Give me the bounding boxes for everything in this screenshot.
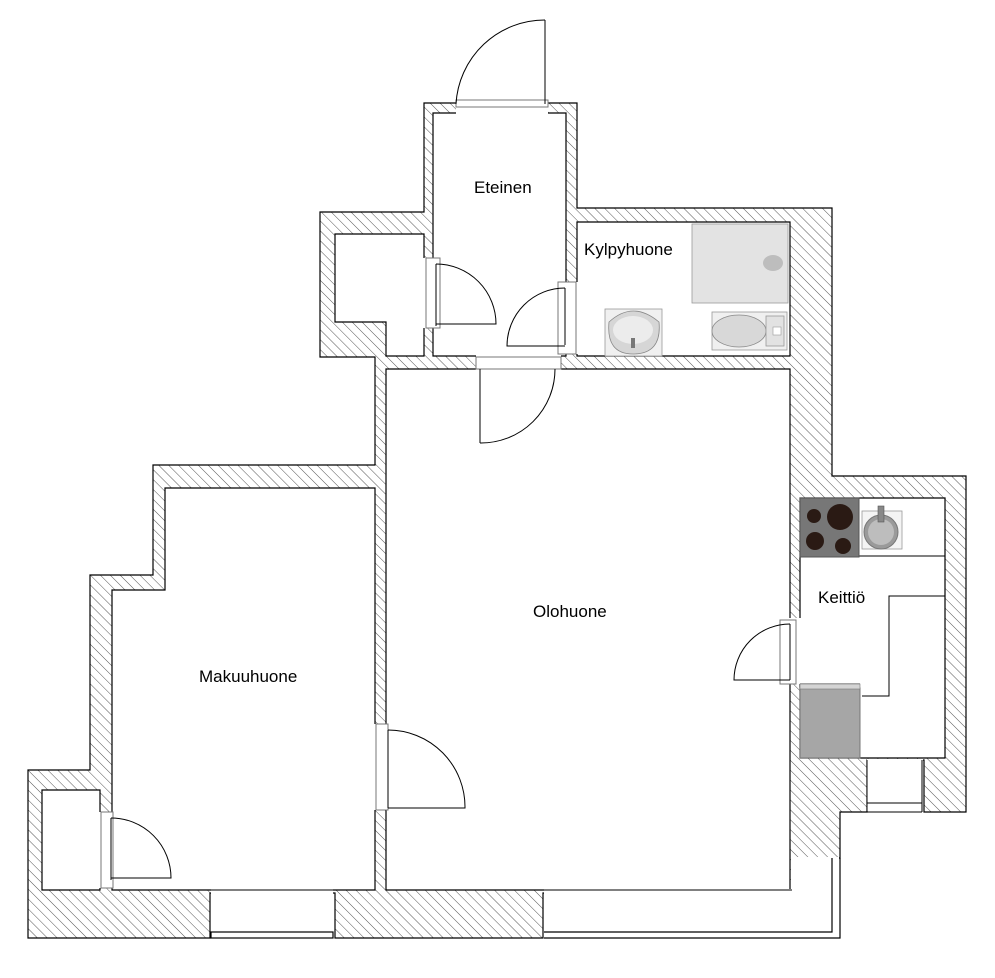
room-label-olohuone: Olohuone [533,602,607,621]
room-label-eteinen: Eteinen [474,178,532,197]
fridge-icon [799,683,861,759]
washbasin-icon [604,308,663,357]
windows [210,760,923,939]
kitchen-sink-icon [861,505,903,550]
stove-icon [799,497,860,558]
toilet-icon [711,311,788,351]
window-makuuhuone [210,889,334,939]
door-olohuone [475,356,562,444]
doors [100,19,797,889]
kitchen-counter [800,555,945,697]
door-storage [425,257,497,329]
window-keittio [866,760,923,813]
room-label-makuuhuone: Makuuhuone [199,667,297,686]
door-closet [100,811,172,889]
door-makuuhuone [375,723,466,811]
room-label-keittio: Keittiö [818,588,865,607]
window-olohuone [544,858,841,939]
bathtub-icon [691,223,789,304]
room-label-kylpyhuone: Kylpyhuone [584,240,673,259]
entrance-door [455,19,549,108]
door-keittio [733,619,797,685]
door-kylpyhuone [506,281,577,355]
